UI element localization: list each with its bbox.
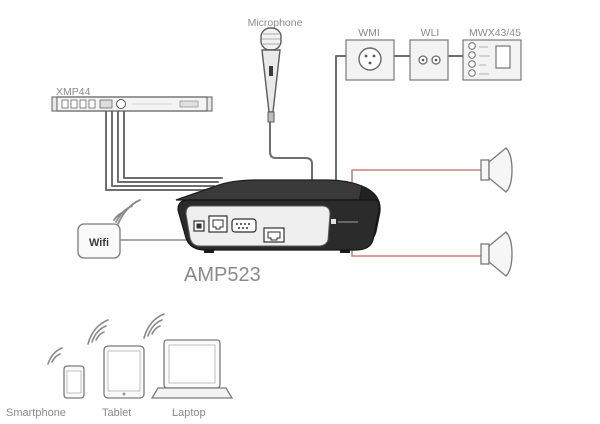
mwx-display: [495, 45, 511, 69]
tablet-label: Tablet: [102, 407, 131, 419]
xmp44-device: XMP44: [51, 86, 213, 112]
laptop-wifi-icon: [143, 313, 165, 339]
cable-xmp-amp-2: [111, 109, 215, 187]
mwx-label: MWX43/45: [469, 27, 521, 39]
microphone-device: Microphone: [248, 17, 303, 123]
microphone-label: Microphone: [248, 17, 303, 29]
amp-label: AMP523: [184, 264, 261, 286]
wifi-box: [77, 223, 121, 259]
laptop-label: Laptop: [172, 407, 206, 419]
xmp-label: XMP44: [56, 86, 91, 98]
laptop-device: Laptop: [143, 313, 234, 419]
amp523-device: AMP523: [175, 179, 381, 286]
tablet-device: Tablet: [87, 319, 145, 419]
cables: [105, 55, 481, 257]
wmi-label: WMI: [358, 27, 380, 39]
cable-panels-amp: [335, 55, 347, 183]
laptop-base: [150, 387, 234, 399]
wifi-waves-icon: [113, 199, 141, 225]
wli-label: WLI: [421, 27, 440, 39]
wifi-label: Wifi: [89, 237, 109, 249]
cable-xmp-amp-3: [117, 109, 219, 183]
smartphone-label: Smartphone: [6, 407, 66, 419]
microphone-handle: [261, 49, 281, 113]
ethernet-port-icon: [208, 215, 228, 233]
speaker-top-icon: [488, 147, 513, 193]
xlr-connector-icon: [358, 47, 382, 71]
cable-speaker-bottom: [351, 247, 481, 257]
tablet-wifi-icon: [87, 319, 109, 345]
brand-logo-icon: [331, 219, 336, 224]
cable-xmp-amp-4: [123, 109, 223, 179]
cable-microphone-amp: [269, 121, 313, 183]
serial-port-icon: [231, 218, 257, 233]
cable-xmp-amp-1: [105, 109, 211, 191]
cable-speaker-top: [351, 169, 481, 185]
smartphone-device: Smartphone: [6, 347, 85, 419]
smartphone-wifi-icon: [47, 347, 63, 365]
wli-panel: [409, 39, 449, 81]
xmp-knob: [116, 99, 126, 109]
wall-panels: WMI WLI MWX43/45: [345, 27, 522, 81]
speaker-bottom-icon: [488, 231, 513, 277]
speaker-top: [480, 147, 513, 193]
speaker-bottom: [480, 231, 513, 277]
wifi-router: Wifi: [77, 199, 141, 259]
amp-front-plate: [185, 205, 331, 247]
